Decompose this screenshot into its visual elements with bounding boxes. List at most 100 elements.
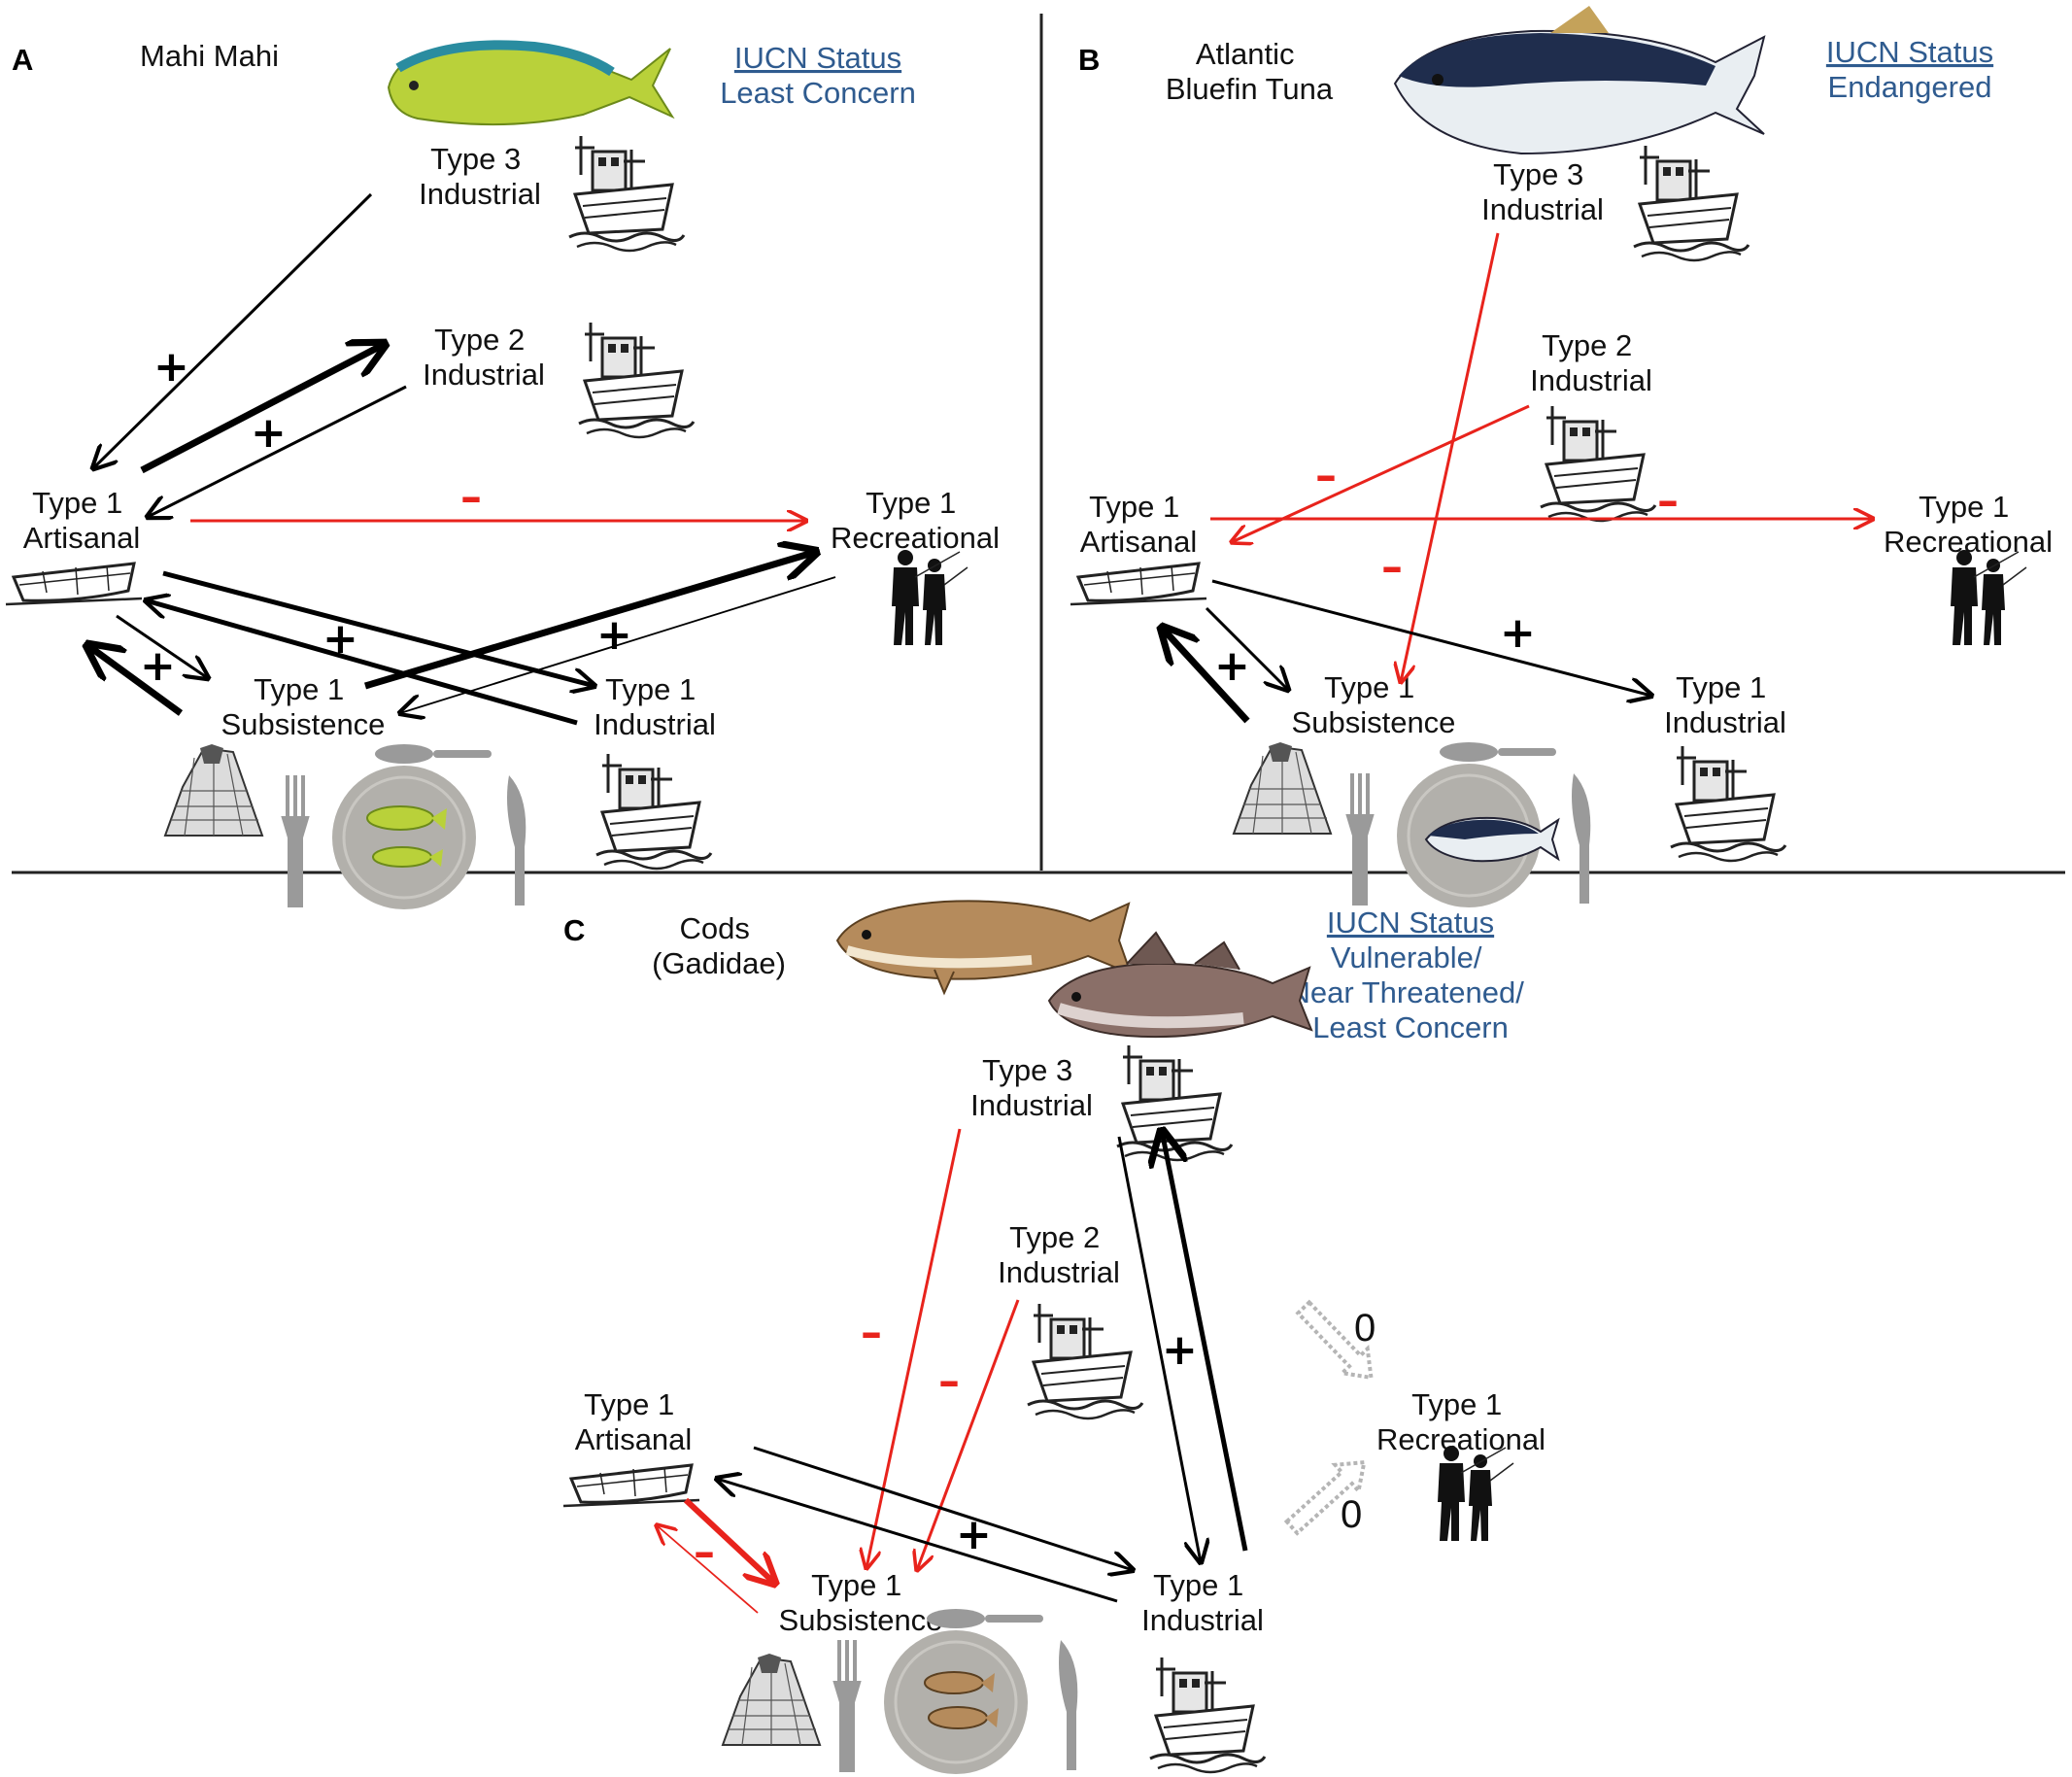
node-type2-industrial: Type 2 Industrial: [423, 323, 545, 392]
species-name: Cods (Gadidae): [652, 911, 786, 980]
node-type1-subsistence: Type 1 Subsistence: [1292, 670, 1456, 739]
iucn-status: Vulnerable/ Near Threatened/ Least Conce…: [1288, 940, 1532, 1044]
neutral-arrow-industrial-to-recreational: [1283, 1459, 1367, 1536]
sign-negative: –: [938, 1356, 960, 1406]
sign-positive: +: [1162, 1325, 1198, 1375]
node-type1-artisanal: Type 1 Artisanal: [575, 1387, 693, 1456]
arrow-subsistence-to-recreational: [364, 552, 816, 690]
node-type1-artisanal: Type 1 Artisanal: [1080, 490, 1198, 559]
fishing-trawler-icon: [577, 321, 696, 439]
iucn-status: Least Concern: [720, 76, 916, 110]
arrow-t2-to-artisanal: [1232, 404, 1530, 542]
sign-positive: +: [1214, 641, 1250, 691]
species-name: Atlantic Bluefin Tuna: [1166, 37, 1334, 106]
arrow-artisanal-to-t2: [140, 344, 385, 474]
arrow-artisanal-to-subsistence: [116, 614, 208, 678]
fishing-trawler-icon: [1026, 1302, 1144, 1420]
pollock-icon: [1047, 931, 1313, 1039]
node-type2-industrial: Type 2 Industrial: [998, 1220, 1120, 1289]
node-type1-recreational: Type 1 Recreational: [1376, 1387, 1546, 1456]
arrow-industrial-to-artisanal: [146, 600, 578, 726]
node-type3-industrial: Type 3 Industrial: [1481, 157, 1604, 226]
dinner-plate-icon: [1346, 740, 1593, 909]
bluefin-tuna-icon: [1393, 6, 1766, 155]
arrow-artisanal-to-subsistence: [683, 1497, 775, 1584]
fishing-trawler-icon: [1632, 144, 1750, 262]
sign-negative: –: [694, 1527, 715, 1577]
arrow-t2-to-subsistence: [917, 1299, 1020, 1570]
fishing-trawler-icon: [1539, 404, 1657, 523]
node-type1-artisanal: Type 1 Artisanal: [23, 486, 141, 555]
rowboat-icon: [1069, 562, 1208, 606]
anglers-silhouette-icon: [1437, 1445, 1514, 1542]
cod-icon: [835, 900, 1133, 996]
node-type1-recreational: Type 1 Recreational: [831, 486, 1000, 555]
neutral-arrow-recreational-to-t3: [1295, 1299, 1374, 1381]
arrow-t3-to-artisanal: [93, 192, 373, 468]
dinner-plate-icon: [833, 1607, 1080, 1776]
sign-positive: +: [956, 1510, 992, 1559]
panel-letter: B: [1078, 43, 1100, 77]
sign-positive: +: [251, 408, 287, 458]
iucn-heading: IUCN Status: [1327, 906, 1494, 940]
panel-a: A Mahi Mahi IUCN Status Least Concern Ty…: [4, 39, 1000, 911]
node-type1-industrial: Type 1 Industrial: [594, 672, 716, 741]
arrow-t2-to-artisanal: [148, 385, 407, 517]
sign-negative: –: [1657, 476, 1679, 526]
iucn-heading: IUCN Status: [1826, 35, 1993, 69]
fishing-trawler-icon: [1669, 744, 1787, 863]
arrow-t3-to-subsistence: [866, 1128, 962, 1568]
fishing-net-icon: [722, 1653, 821, 1746]
node-type3-industrial: Type 3 Industrial: [419, 142, 541, 211]
sign-negative: –: [1315, 451, 1337, 500]
sign-negative: –: [1381, 542, 1403, 592]
sign-negative: –: [460, 472, 482, 522]
sign-neutral: 0: [1354, 1307, 1376, 1350]
node-type3-industrial: Type 3 Industrial: [970, 1053, 1093, 1122]
node-type1-subsistence: Type 1 Subsistence: [779, 1568, 943, 1637]
fishing-net-icon: [1233, 741, 1332, 835]
arrow-subsistence-to-artisanal: [1162, 628, 1250, 724]
arrow-artisanal-to-industrial: [753, 1446, 1133, 1570]
panel-letter: C: [563, 913, 585, 947]
node-type1-industrial: Type 1 Industrial: [1664, 670, 1786, 739]
iucn-status: Endangered: [1828, 70, 1992, 104]
arrow-industrial-to-artisanal: [717, 1479, 1118, 1603]
iucn-heading: IUCN Status: [734, 41, 901, 75]
rowboat-icon: [561, 1463, 701, 1508]
arrow-subsistence-to-artisanal: [657, 1525, 759, 1614]
arrow-subsistence-to-artisanal: [87, 645, 184, 716]
arrow-t3-to-industrial: [1117, 1136, 1201, 1562]
fishing-trawler-icon: [1148, 1656, 1267, 1774]
node-type1-subsistence: Type 1 Subsistence: [221, 672, 386, 741]
arrow-t3-to-subsistence: [1401, 232, 1500, 682]
mahi-mahi-fish-icon: [387, 40, 675, 126]
panel-letter: A: [12, 43, 33, 77]
arrow-recreational-to-subsistence: [400, 576, 836, 713]
arrow-artisanal-to-subsistence: [1205, 606, 1288, 690]
sign-positive: +: [1500, 608, 1536, 658]
panel-b: B Atlantic Bluefin Tuna IUCN Status Enda…: [1069, 6, 2053, 909]
rowboat-icon: [4, 562, 144, 606]
sign-neutral: 0: [1341, 1493, 1362, 1536]
anglers-silhouette-icon: [1950, 549, 2027, 646]
sign-positive: +: [140, 641, 176, 691]
fishing-trawler-icon: [594, 752, 713, 871]
node-type1-industrial: Type 1 Industrial: [1141, 1568, 1264, 1637]
dinner-plate-icon: [282, 742, 528, 911]
sign-negative: –: [861, 1308, 882, 1357]
node-type1-recreational: Type 1 Recreational: [1884, 490, 2053, 559]
anglers-silhouette-icon: [891, 549, 968, 646]
fishing-trawler-icon: [1115, 1043, 1234, 1162]
sign-positive: +: [153, 342, 189, 392]
arrow-artisanal-to-industrial: [1211, 579, 1651, 696]
sign-positive: +: [323, 614, 358, 664]
species-name: Mahi Mahi: [140, 39, 279, 73]
sign-positive: +: [596, 610, 632, 660]
arrow-industrial-to-t3: [1162, 1131, 1248, 1552]
panel-c: C Cods (Gadidae) IUCN Status Vulnerable/…: [561, 900, 1546, 1776]
fishing-trawler-icon: [567, 134, 686, 253]
arrow-artisanal-to-industrial: [162, 570, 594, 686]
fishing-net-icon: [164, 743, 263, 837]
